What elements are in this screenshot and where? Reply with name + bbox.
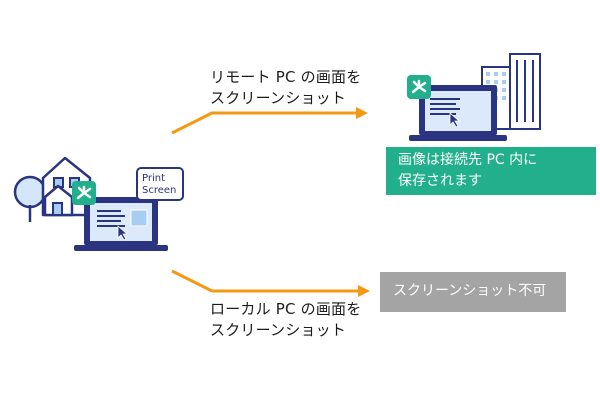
splashtop-logo-icon-local [72, 181, 96, 205]
laptop-icon-remote [409, 85, 507, 141]
cursor-arrow-icon-remote [449, 112, 461, 128]
local-screenshot-caption: ローカル PC の画面を スクリーンショット [210, 300, 362, 339]
laptop-icon-local [74, 197, 168, 251]
arrow-to-remote [171, 107, 368, 135]
tree-icon [13, 175, 47, 222]
arrow-to-local-result [171, 269, 370, 297]
remote-screenshot-caption: リモート PC の画面を スクリーンショット [210, 68, 362, 107]
print-screen-key: Print Screen [136, 167, 184, 201]
splashtop-logo-icon-remote [407, 75, 431, 99]
local-result-box: スクリーンショット不可 [380, 272, 566, 312]
remote-result-box: 画像は接続先 PC 内に 保存されます [386, 147, 596, 195]
cursor-arrow-icon [117, 225, 129, 241]
